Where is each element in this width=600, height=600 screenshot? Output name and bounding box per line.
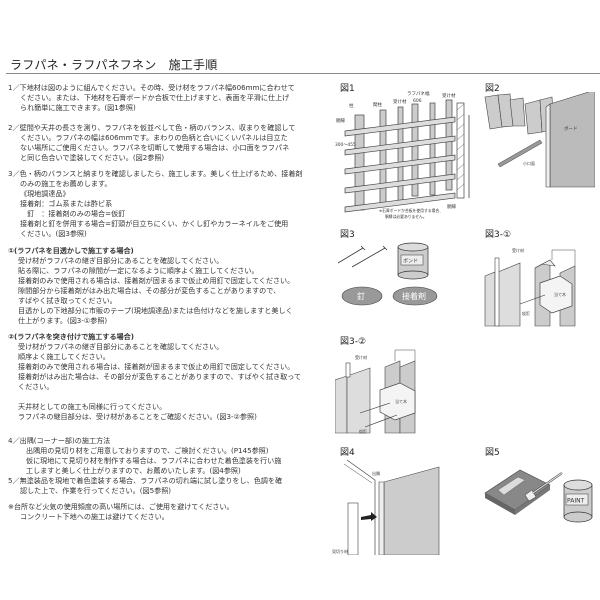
text-line: 認した上で、作業を行ってください。(図5参照): [20, 486, 172, 495]
block-label: 当て木: [395, 398, 407, 404]
block: [539, 275, 573, 314]
nail-icon: [337, 245, 388, 268]
text-line: すばやく拭き取ってください。: [18, 296, 117, 305]
text-line: 仮に現地にて見切り材を制作する場合は、ラフパネに合わせた着色塗装を行い施: [26, 456, 282, 465]
furring-label-2: 胴縁: [447, 203, 456, 210]
receiver-label: 受け材: [393, 98, 407, 105]
caution-notes: ※台所など火気の使用頻度の高い場所には、ご使用を避けてください。 コンクリート下…: [8, 502, 330, 522]
text-line: 接着剤と釘を併用する場合=釘頭が目立ちにくい、かくし釘やカラーネイルをご使用: [20, 219, 289, 228]
paint-can-label: PAINT: [567, 498, 585, 505]
text-line: 《現地調達品》: [20, 189, 70, 198]
fig1-note: ※石膏ボードか合板を使用する場合、: [379, 208, 443, 213]
pillar-label: 柱: [349, 102, 354, 109]
step-2: 2／壁間や天井の長さを測り、ラフパネを仮並べして色・柄のバランス、収まりを確認し…: [8, 123, 330, 163]
text-line: 天井材としての施工も同様に行ってください。: [18, 402, 167, 411]
fig3-materials-diagram: ボンド 釘 接着剤: [337, 242, 438, 306]
block-label: 当て木: [554, 291, 566, 297]
panel-width-label: ラフパネ幅: [407, 90, 430, 97]
board-label: ボード: [564, 125, 578, 132]
text-line: ください。: [18, 382, 54, 391]
text-line: ください。ラフパネの幅は606mmです。まわりの色柄と合いにくいパネルは目立た: [20, 133, 288, 142]
title-divider: [6, 73, 600, 74]
paintbrush-icon: [524, 472, 563, 502]
text-line: 工しますと美しく仕上がりますので、お薦めいたします。(図4参照): [26, 466, 241, 475]
text-line: 受け材がラフパネの継ぎ目部分にあることを確認してください。: [18, 256, 224, 265]
text-line: ※台所など火気の使用頻度の高い場所には、ご使用を避けてください。: [8, 502, 234, 511]
text-line: 接着剤のみで使用される場合は、接着剤が固まるまで仮止め用釘で固定してください。: [18, 276, 295, 285]
fig1-note-2: 胴縁は必要ありません。: [385, 214, 427, 219]
text-line: 4／出隅(コーナー部)の施工方法: [8, 436, 111, 445]
fig5-label: 図5: [485, 448, 500, 458]
fig2-cutting-diagram: ボード 小口面: [484, 92, 595, 188]
page-title: ラフパネ・ラフパネフネン 施工手順: [10, 58, 218, 72]
furring-label: 胴縁: [336, 117, 345, 124]
case-heading: ②(ラフパネを突き付けで施工する場合): [8, 332, 134, 341]
width-value-label: 606: [413, 98, 422, 104]
text-line: 接着剤：ゴム系または酢ビ系: [20, 199, 113, 208]
text-line: ください。(図3参照): [20, 229, 87, 238]
can-label: ボンド: [403, 258, 418, 265]
fig1-label: 図1: [340, 84, 355, 94]
fig3-2-butt-install-diagram: 受け材 当て木 仮釘: [335, 349, 416, 434]
corner-label: 出隅: [372, 470, 380, 476]
paint-can-icon: PAINT: [563, 479, 593, 523]
fig5-paint-test-diagram: PAINT: [484, 469, 593, 523]
text-line: 3／色・柄のバランスと納まりを確認しましたら、施工します。美しく仕上げるため、接…: [8, 169, 303, 178]
fig3-1-label: 図3-①: [485, 230, 512, 240]
text-line: 受け材がラフパネの継ぎ目部分にあることを確認してください。: [18, 342, 224, 351]
trim-label: 見切り材: [332, 548, 348, 554]
spacing-label: 300～455: [335, 142, 356, 148]
step-4: 4／出隅(コーナー部)の施工方法 出隅用の見切り材をご用意しておりますので、ご検…: [8, 436, 330, 476]
text-line: 釘 ：接着剤のみの場合=仮釘: [20, 209, 126, 218]
arrow-icon: [361, 512, 377, 521]
text-line: 目透かしの下地部分に市販のテープ(現地調達品)または色付けなどを施しますと美しく: [18, 306, 293, 315]
text-line: 出隅用の見切り材をご用意しておりますので、ご検討ください。(P145参照): [26, 446, 269, 455]
brush-icon: [497, 139, 543, 168]
fig4-label: 図4: [340, 448, 355, 458]
fig4-corner-diagram: 出隅 見切り材: [332, 459, 440, 555]
temp-nail-label: 仮釘: [522, 310, 530, 316]
edge-label: 小口面: [523, 160, 535, 166]
text-line: 接着剤のみで使用される場合は、接着剤が固まるまで仮止め用釘で固定してください。: [18, 362, 295, 371]
text-line: ない場所にご使用ください。ラフパネを切断して使用する場合は、小口面をラフパネ: [20, 143, 290, 152]
case-heading: ①(ラフパネを目透かしで施工する場合): [8, 246, 134, 255]
text-line: 2／壁間や天井の長さを測り、ラフパネを仮並べして色・柄のバランス、収まりを確認し…: [8, 123, 296, 132]
ceiling-note: 天井材としての施工も同様に行ってください。 ラフパネの継目部分は、受け材があるこ…: [8, 402, 330, 422]
receiver-label: 受け材: [355, 354, 367, 360]
nail-caption: 釘: [357, 291, 365, 301]
step-3: 3／色・柄のバランスと納まりを確認しましたら、施工します。美しく仕上げるため、接…: [8, 169, 330, 239]
temp-nail-label: 仮釘: [359, 428, 367, 434]
receiver-label-2: 受け材: [442, 92, 456, 99]
step-1: 1／下地材は図のように組んでください。その時、受け材をラフパネ幅606mmに合わ…: [8, 83, 330, 113]
text-line: 接着剤がはみ出た場合は、その部分が変色することがありますので、すばやく拭き取って: [18, 372, 302, 381]
text-line: 1／下地材は図のように組んでください。その時、受け材をラフパネ幅606mmに合わ…: [8, 83, 295, 92]
text-line: ください。または、下地材を石膏ボードか合板で仕上げますと、表面を平滑に仕上げ: [20, 93, 290, 102]
text-line: ラフパネの継目部分は、受け材があることをご確認ください。(図3-②参照): [18, 412, 257, 421]
text-line: 貼る際に、ラフパネの隙間が一定になるように順序よく施工してください。: [18, 266, 259, 275]
fig1-framing-diagram: 柱 間柱 受け材 ラフパネ幅 606 受け材 胴縁 300～455 胴縁 ※石膏…: [335, 90, 470, 219]
text-line: られ簡単に施工できます。(図1参照): [20, 103, 136, 112]
bond-can-icon: ボンド: [397, 242, 429, 280]
trim-piece: [347, 502, 359, 555]
text-line: 仕上がります。(図3-①参照): [18, 316, 108, 325]
text-line: と同じ色合いで塗装してください。(図2参照): [20, 153, 165, 162]
text-line: コンクリート下地への施工は避けてください。: [20, 512, 169, 521]
receiver-label: 受け材: [512, 247, 524, 253]
text-line: 5／無塗装品を現地で着色塗装する場合、ラフパネの切れ端に試し塗りをし、色調を確: [8, 476, 283, 485]
text-line: のみの施工をお薦めします。: [20, 179, 112, 188]
step-5: 5／無塗装品を現地で着色塗装する場合、ラフパネの切れ端に試し塗りをし、色調を確 …: [8, 476, 330, 496]
text-line: 隙間部分から接着剤がはみ出た場合は、その部分が変色することがありますので、: [18, 286, 281, 295]
fig3-label: 図3: [340, 230, 355, 240]
text-line: 順序よく施工してください。: [18, 352, 110, 361]
fig3-1-gap-install-diagram: 受け材 当て木 仮釘: [484, 247, 576, 327]
case-1: ①(ラフパネを目透かしで施工する場合) 受け材がラフパネの継ぎ目部分にあることを…: [8, 246, 330, 326]
stud-label: 間柱: [373, 101, 382, 108]
case-2: ②(ラフパネを突き付けで施工する場合) 受け材がラフパネの継ぎ目部分にあることを…: [8, 332, 330, 392]
fig3-2-label: 図3-②: [340, 337, 367, 347]
adhesive-caption: 接着剤: [402, 291, 426, 301]
fig2-label: 図2: [485, 84, 500, 94]
